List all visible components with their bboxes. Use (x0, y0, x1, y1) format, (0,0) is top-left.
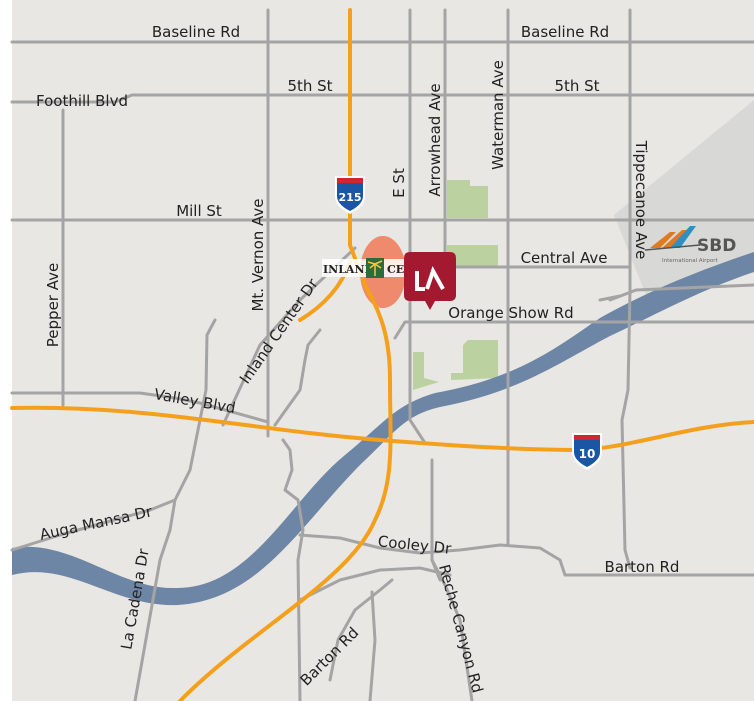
label-tippecanoe: Tippecanoe Ave (632, 140, 650, 260)
road-tippecanoe (620, 8, 632, 570)
local-roads (10, 8, 754, 701)
road-south-spur (368, 590, 377, 701)
inland-center-logo: INLAND CEN (322, 258, 414, 278)
road-orange-show (393, 320, 754, 340)
freeway-i215 (178, 8, 393, 701)
airplane-icon (650, 232, 676, 248)
road-riverside-link (281, 438, 305, 701)
mall-logo-left-text: INLAND (323, 263, 375, 276)
road-auga-mansa (10, 498, 177, 552)
label-barton-east: Barton Rd (605, 558, 680, 576)
label-baseline-east: Baseline Rd (521, 23, 609, 41)
road-airport-spur (598, 294, 622, 302)
freeway-i10 (10, 405, 754, 452)
label-mill: Mill St (176, 202, 222, 220)
label-foothill: Foothill Blvd (36, 92, 128, 110)
i10-shield-icon: 10 (572, 433, 602, 470)
road-valley (10, 391, 270, 424)
label-arrowhead: Arrowhead Ave (426, 83, 444, 196)
park-area (447, 245, 498, 267)
airport-subtitle: International Airport (662, 258, 719, 264)
label-5th-west: 5th St (287, 77, 332, 95)
la-logo-marker-icon (415, 271, 425, 291)
park-area (451, 340, 498, 380)
label-mt-vernon: Mt. Vernon Ave (249, 198, 267, 311)
i10-number: 10 (579, 447, 596, 461)
label-pepper: Pepper Ave (44, 263, 62, 347)
label-5th-east: 5th St (554, 77, 599, 95)
airport-code: SBD (697, 236, 736, 256)
label-e-st: E St (390, 168, 408, 198)
road-la-cadena (133, 318, 217, 701)
park-area (447, 180, 488, 218)
road-barton-w (298, 566, 452, 602)
road-e-st (408, 8, 427, 445)
road-connector (273, 328, 322, 427)
road-barton-rd (328, 578, 394, 682)
i215-number: 215 (339, 191, 362, 204)
i215-shield-icon: 215 (335, 176, 365, 214)
label-baseline-west: Baseline Rd (152, 23, 240, 41)
parks (413, 180, 498, 390)
park-area (413, 352, 439, 390)
label-orange-show: Orange Show Rd (448, 304, 573, 322)
santa-ana-river (12, 252, 754, 606)
road-reche-canyon (430, 558, 474, 701)
sbd-airport-logo: SBD International Airport (644, 226, 736, 264)
road-5th-foothill (10, 93, 754, 104)
location-marker[interactable] (404, 252, 456, 310)
label-waterman: Waterman Ave (489, 60, 507, 170)
label-central: Central Ave (521, 249, 608, 267)
